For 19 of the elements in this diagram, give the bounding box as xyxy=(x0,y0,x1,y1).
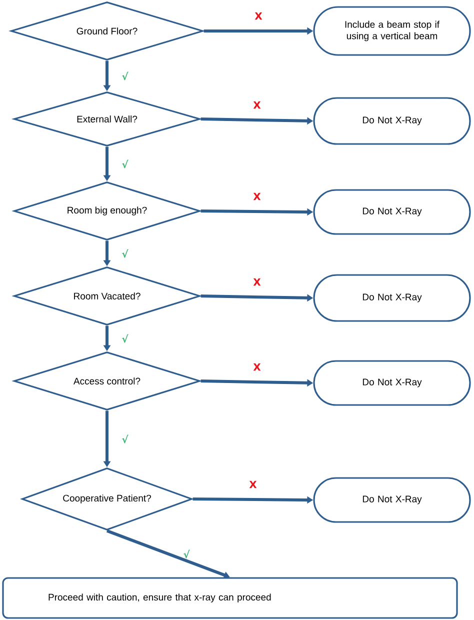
terminal-box: Do Not X-Ray xyxy=(313,360,471,406)
edge-label: √ xyxy=(122,72,128,80)
edge-label: X xyxy=(253,101,261,109)
process-box: Proceed with caution, ensure that x-ray can proceed xyxy=(2,577,458,619)
edge-label: X xyxy=(254,12,262,20)
terminal-box: Include a beam stop if using a vertical beam xyxy=(313,6,471,56)
edge-label: √ xyxy=(122,249,128,258)
terminal-box: Do Not X-Ray xyxy=(313,97,471,145)
edge-label: X xyxy=(253,278,261,286)
edge-label: √ xyxy=(122,434,128,444)
terminal-box: Do Not X-Ray xyxy=(313,274,471,322)
edge-label: X xyxy=(249,480,257,488)
terminal-box: Do Not X-Ray xyxy=(313,477,471,523)
edge-label: √ xyxy=(184,550,190,558)
edge-label: √ xyxy=(122,160,128,168)
edge-label: √ xyxy=(122,334,128,343)
edge-label: X xyxy=(253,192,261,200)
terminal-box: Do Not X-Ray xyxy=(313,189,471,235)
edge-label: X xyxy=(253,363,261,371)
